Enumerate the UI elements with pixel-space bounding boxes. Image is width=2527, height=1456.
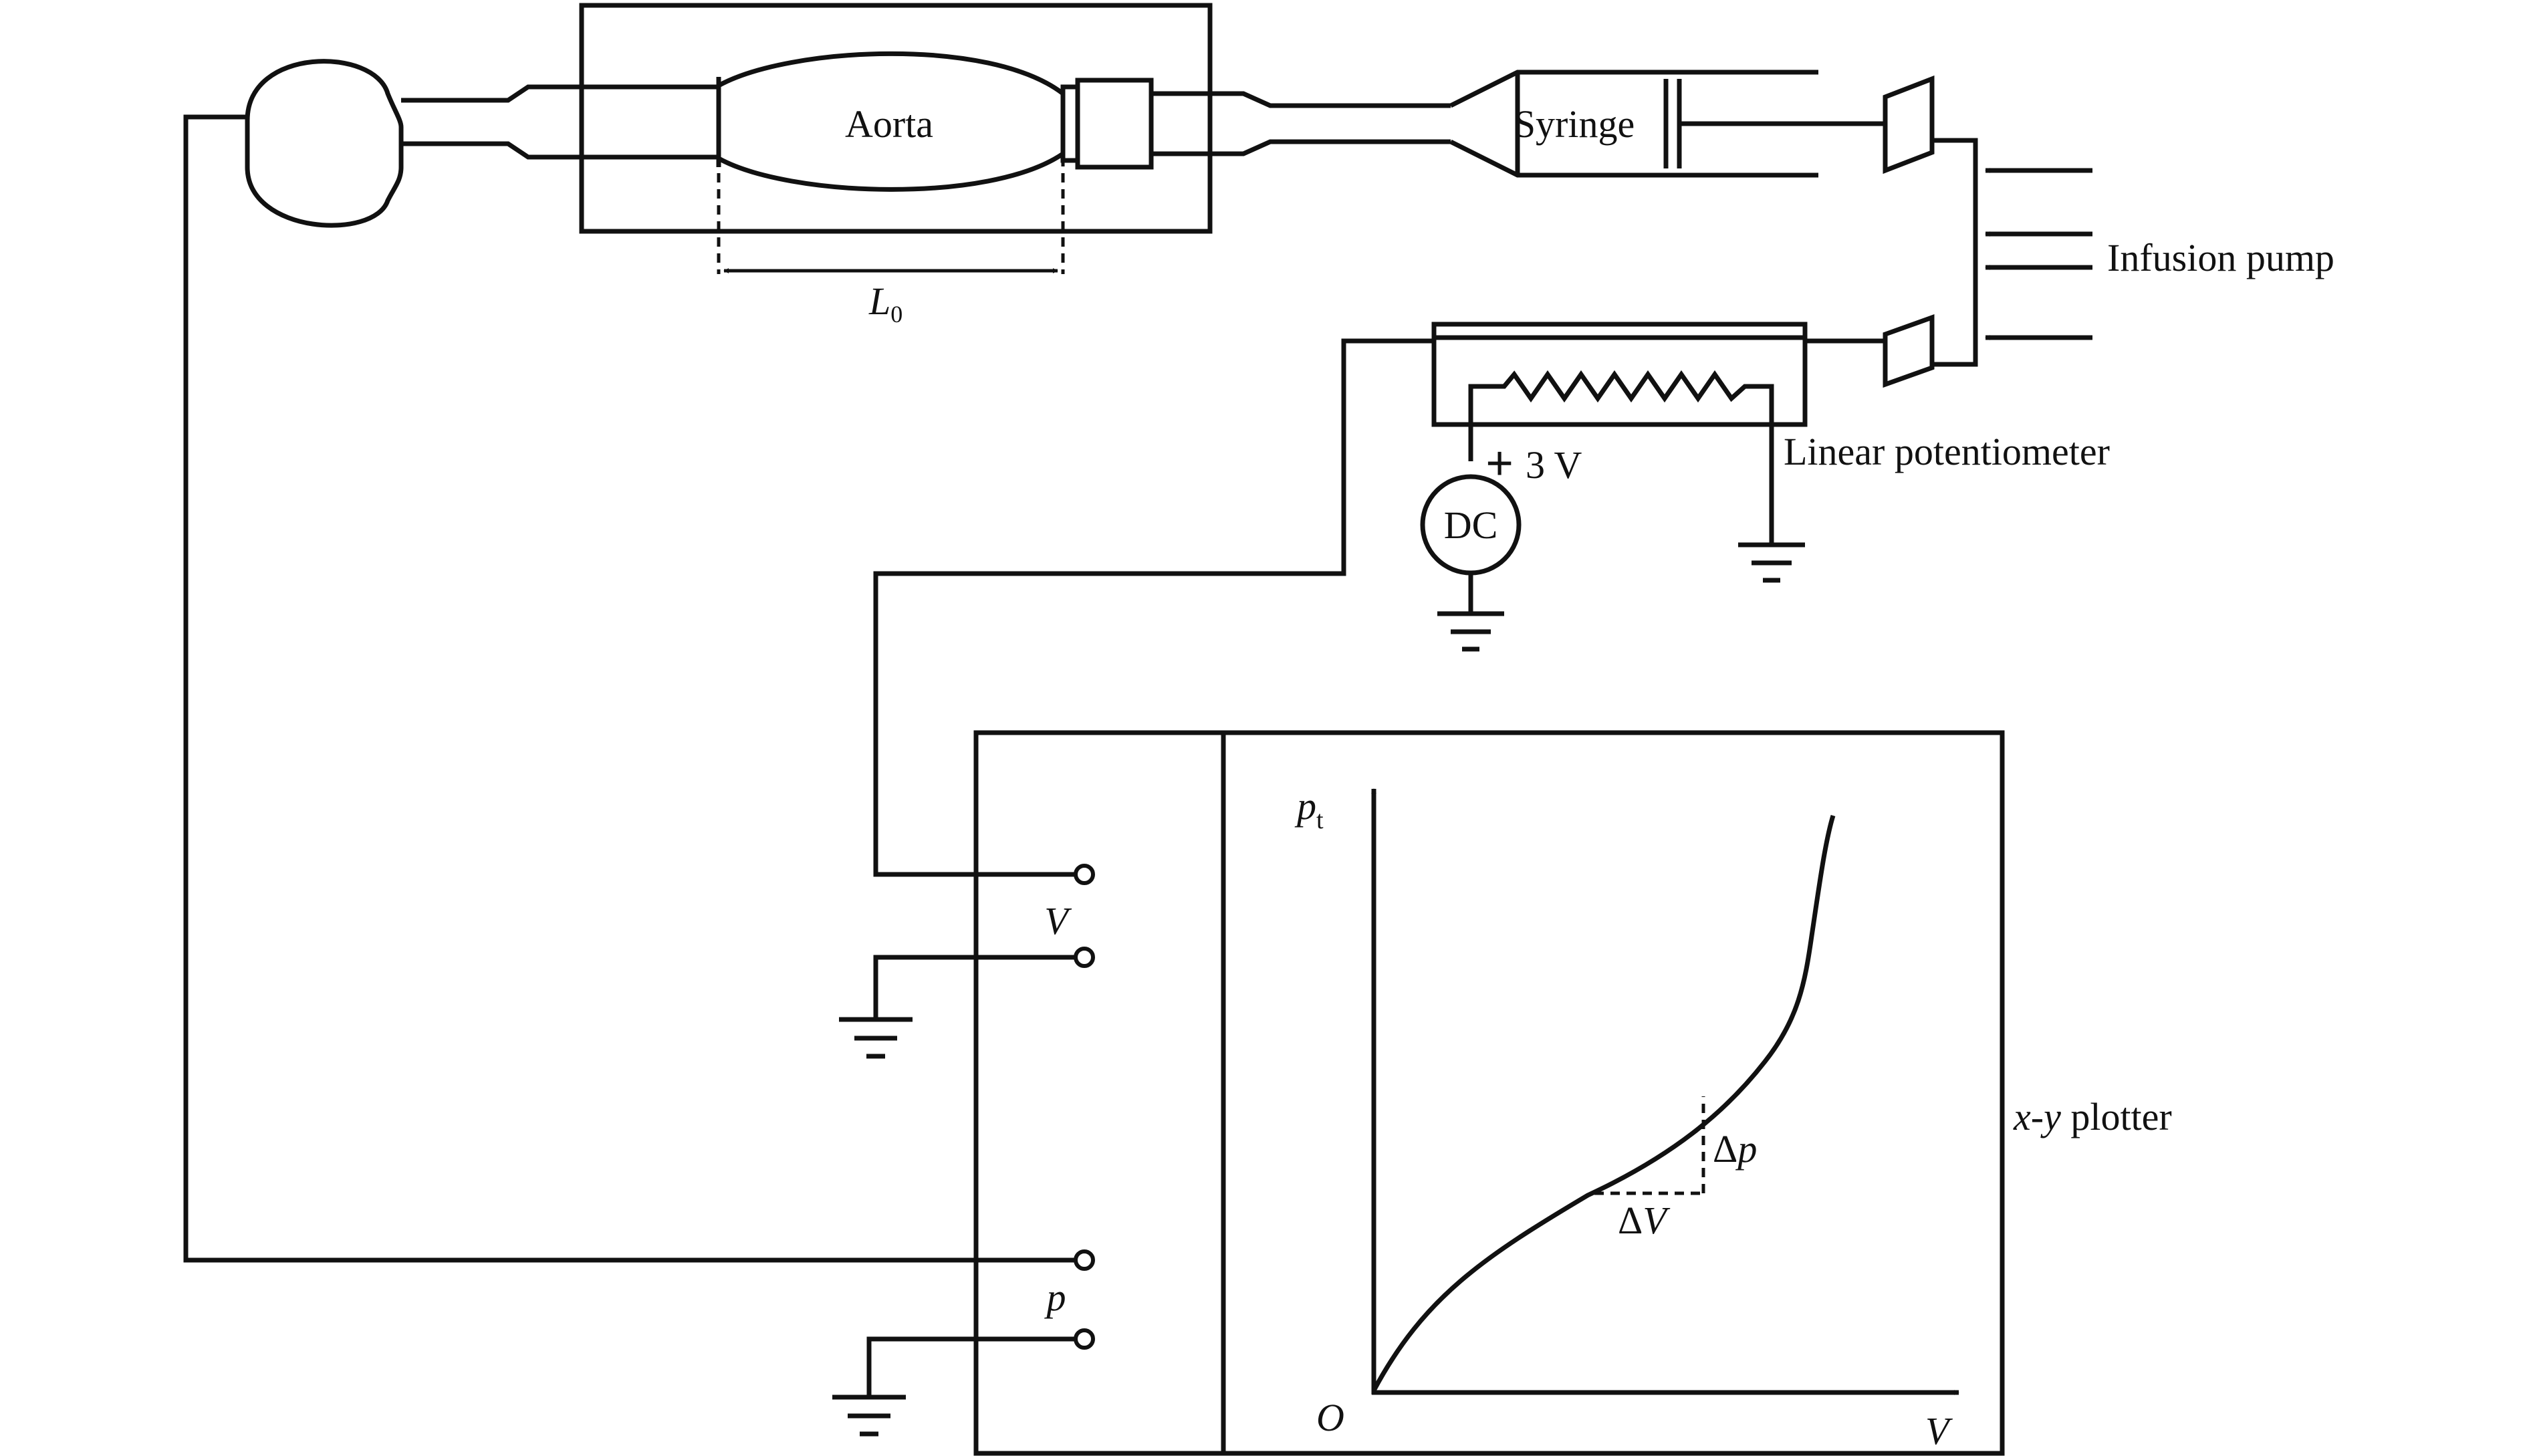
- dc-source-label: DC: [1444, 503, 1498, 547]
- v-input-label: V: [1044, 899, 1072, 943]
- ground-symbol-p: [832, 1394, 906, 1437]
- origin-label: O: [1316, 1396, 1344, 1439]
- delta-p-label: Δp: [1713, 1127, 1757, 1171]
- aorta-vessel: [655, 51, 1451, 192]
- linear-potentiometer-label: Linear potentiometer: [1784, 430, 2110, 473]
- length-label: L0: [868, 279, 902, 328]
- xy-plotter-label: x-y plotter: [2013, 1095, 2172, 1138]
- xy-plotter: [973, 730, 2005, 1456]
- length-dimension: [717, 157, 1065, 274]
- p-ground-wire: [866, 1336, 1076, 1397]
- delta-v-label: ΔV: [1618, 1199, 1671, 1242]
- pressure-transducer: [245, 59, 655, 228]
- aorta-bath: [579, 3, 1213, 234]
- x-axis-label: V: [1925, 1409, 1953, 1453]
- aorta-label: Aorta: [845, 102, 933, 146]
- v-ground-terminal: [1074, 947, 1095, 968]
- y-axis-label: pt: [1294, 784, 1324, 834]
- voltage-label: 3 V: [1526, 443, 1582, 487]
- v-input-terminal: [1074, 864, 1095, 885]
- voltage-sign: +: [1485, 437, 1514, 491]
- linear-potentiometer: [1431, 322, 1885, 545]
- infusion-pump-label: Infusion pump: [2107, 236, 2334, 279]
- p-input-label: p: [1044, 1276, 1066, 1319]
- v-ground-wire: [873, 955, 1076, 1019]
- plot-axes: [1371, 788, 1959, 1395]
- slope-triangle: [1594, 1096, 1705, 1195]
- p-input-terminal: [1074, 1249, 1095, 1271]
- syringe-label: Syringe: [1514, 102, 1635, 146]
- p-ground-terminal: [1074, 1328, 1095, 1350]
- pressure-volume-curve: [1371, 814, 1836, 1392]
- dc-source: [1420, 474, 1522, 614]
- infusion-pump-arrows: [1985, 168, 2092, 340]
- ground-symbol-dc: [1437, 611, 1504, 652]
- volume-signal-wire: [873, 338, 1434, 877]
- syringe: [1449, 70, 1885, 178]
- pressure-signal-wire: [183, 114, 1076, 1263]
- ground-symbol-potentiometer: [1738, 542, 1805, 583]
- ground-symbol-v: [839, 1017, 913, 1059]
- pump-linkage: [1883, 75, 1978, 388]
